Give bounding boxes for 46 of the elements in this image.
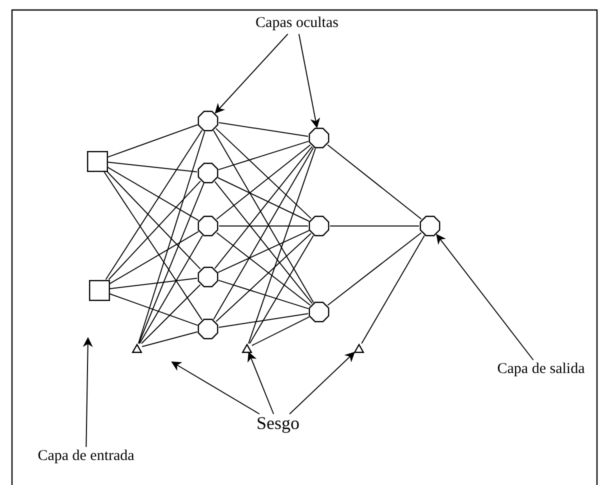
connection-line xyxy=(249,234,314,344)
connection-line xyxy=(138,182,204,344)
connection-line xyxy=(218,313,309,328)
connection-line xyxy=(108,180,201,280)
connection-line xyxy=(109,293,198,326)
connection-line xyxy=(107,166,199,221)
connection-line xyxy=(327,232,422,306)
connection-line xyxy=(218,140,309,170)
layer-label: Capa de salida xyxy=(497,360,585,378)
connection-line xyxy=(213,147,314,320)
connection-line xyxy=(218,122,309,137)
connection-line xyxy=(218,230,310,273)
connection-line xyxy=(217,177,310,222)
connection-line xyxy=(252,316,310,346)
connection-line xyxy=(109,231,200,284)
connection-line xyxy=(216,232,311,306)
layer-label: Capa de entrada xyxy=(38,447,134,465)
connection-line xyxy=(216,232,312,322)
connection-line xyxy=(213,130,314,303)
leader-arrow xyxy=(171,362,260,414)
layer-label: Capas ocultas xyxy=(256,14,338,32)
connection-line xyxy=(106,171,201,270)
connection-line xyxy=(139,235,203,344)
layer-label: Sesgo xyxy=(256,414,300,432)
connection-line xyxy=(107,124,198,158)
connection-line xyxy=(216,128,312,219)
connection-line xyxy=(214,146,313,269)
connection-line xyxy=(103,171,202,320)
connection-line xyxy=(248,352,274,414)
connection-line xyxy=(214,34,288,114)
connection-line xyxy=(436,234,534,360)
leader-arrow xyxy=(82,337,93,448)
connection-line xyxy=(109,278,198,290)
connection-line xyxy=(248,148,316,344)
connection-line xyxy=(298,34,320,128)
connection-line xyxy=(141,284,201,344)
connection-line xyxy=(361,235,425,344)
connection-line xyxy=(327,144,422,220)
connection-line xyxy=(216,144,311,220)
connection-line xyxy=(138,131,206,344)
connection-line xyxy=(107,162,198,172)
connection-line xyxy=(105,130,203,280)
connection-line xyxy=(289,352,355,414)
connection-line xyxy=(214,181,313,304)
connection-line xyxy=(218,280,309,310)
connection-line xyxy=(142,331,198,348)
